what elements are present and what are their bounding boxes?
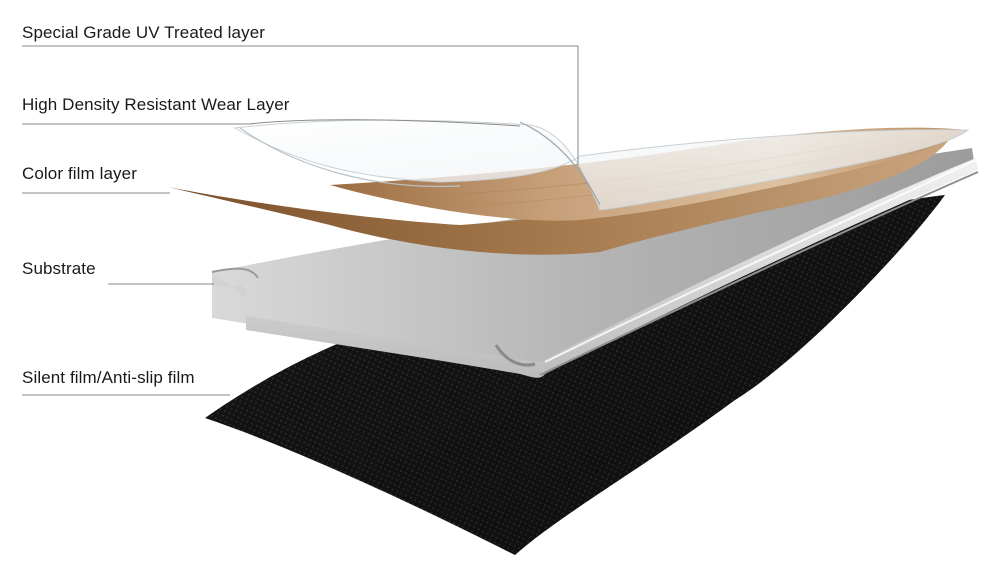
label-substrate: Substrate <box>22 259 96 278</box>
leader-wear-layer <box>22 119 521 127</box>
wear-and-uv-layers <box>233 119 970 211</box>
label-color-film: Color film layer <box>22 164 137 183</box>
label-wear-layer: High Density Resistant Wear Layer <box>22 95 290 114</box>
label-uv-layer: Special Grade UV Treated layer <box>22 23 266 42</box>
silent-film-layer <box>205 195 945 555</box>
label-silent-film: Silent film/Anti-slip film <box>22 368 195 387</box>
leader-uv-layer <box>22 45 579 165</box>
leader-lines <box>22 45 579 396</box>
